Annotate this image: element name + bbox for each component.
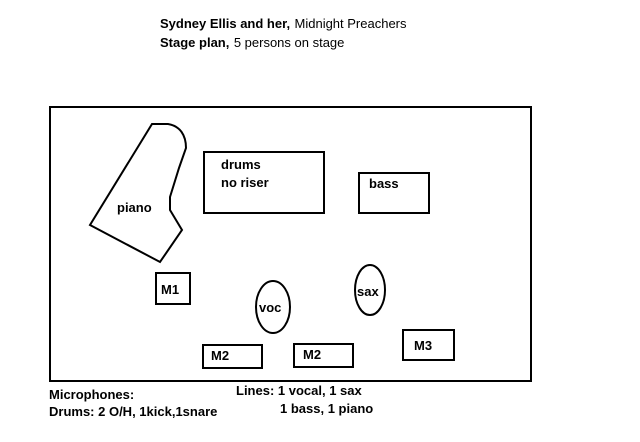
sax-microphone-ellipse <box>354 264 386 316</box>
voc-label: voc <box>259 300 282 315</box>
m3-monitor-box <box>402 329 455 361</box>
persons-count: 5 persons on stage <box>233 35 345 50</box>
drums-label: drums <box>221 157 261 172</box>
band-title: Sydney Ellis and her, <box>160 16 291 31</box>
bass-box <box>358 172 430 214</box>
lines-list-2: 1 bass, 1 piano <box>280 401 374 416</box>
m2-right-monitor-box <box>293 343 354 368</box>
stage-outline <box>49 106 532 382</box>
m3-label: M3 <box>414 338 433 353</box>
m1-label: M1 <box>161 282 180 297</box>
stage-plan-title: Stage plan, <box>160 35 230 50</box>
m2-right-label: M2 <box>303 347 322 362</box>
m2-left-label: M2 <box>211 348 230 363</box>
m1-monitor-box <box>155 272 191 305</box>
lines-list-1: Lines: 1 vocal, 1 sax <box>236 383 362 398</box>
piano-label: piano <box>117 200 152 215</box>
bass-label: bass <box>369 176 399 191</box>
voc-microphone-ellipse <box>255 280 291 334</box>
drums-microphones: Drums: 2 O/H, 1kick,1snare <box>49 404 218 419</box>
microphones-title: Microphones: <box>49 387 135 402</box>
stage-plan-line: Stage plan, 5 persons on stage <box>160 34 344 52</box>
band-name: Midnight Preachers <box>294 16 407 31</box>
drums-box <box>203 151 325 214</box>
piano-shape <box>88 123 188 264</box>
sax-label: sax <box>357 284 379 299</box>
m2-left-monitor-box <box>202 344 263 369</box>
band-title-line: Sydney Ellis and her, Midnight Preachers <box>160 15 407 33</box>
drums-riser-label: no riser <box>221 175 269 190</box>
